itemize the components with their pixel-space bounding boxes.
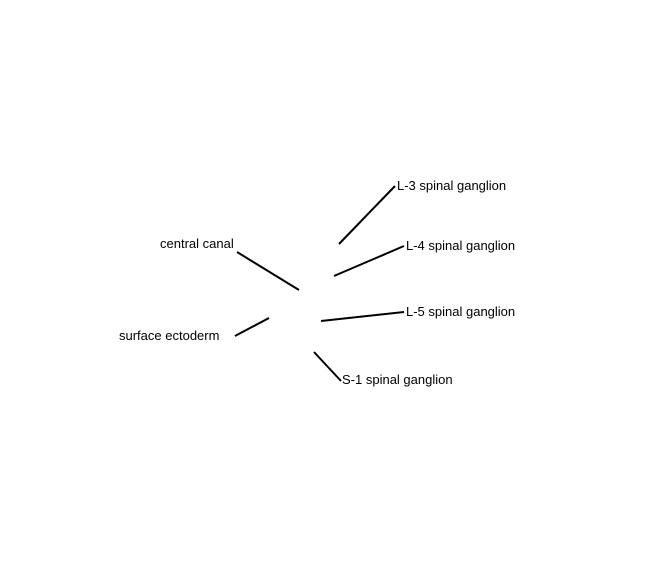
label-l4-spinal-ganglion: L-4 spinal ganglion xyxy=(406,238,516,253)
leader-line-central-canal xyxy=(236,251,300,291)
label-l3-spinal-ganglion: L-3 spinal ganglion xyxy=(397,178,507,193)
label-l5-spinal-ganglion: L-5 spinal ganglion xyxy=(406,304,516,319)
label-surface-ectoderm: surface ectoderm xyxy=(119,328,220,343)
leader-line-l3 xyxy=(338,185,396,245)
leader-line-surface-ectoderm xyxy=(234,317,270,337)
label-s1-spinal-ganglion: S-1 spinal ganglion xyxy=(342,372,453,387)
label-central-canal: central canal xyxy=(160,236,234,251)
leader-line-l5 xyxy=(320,311,405,322)
leader-line-l4 xyxy=(333,245,405,277)
leader-line-s1 xyxy=(313,351,342,382)
